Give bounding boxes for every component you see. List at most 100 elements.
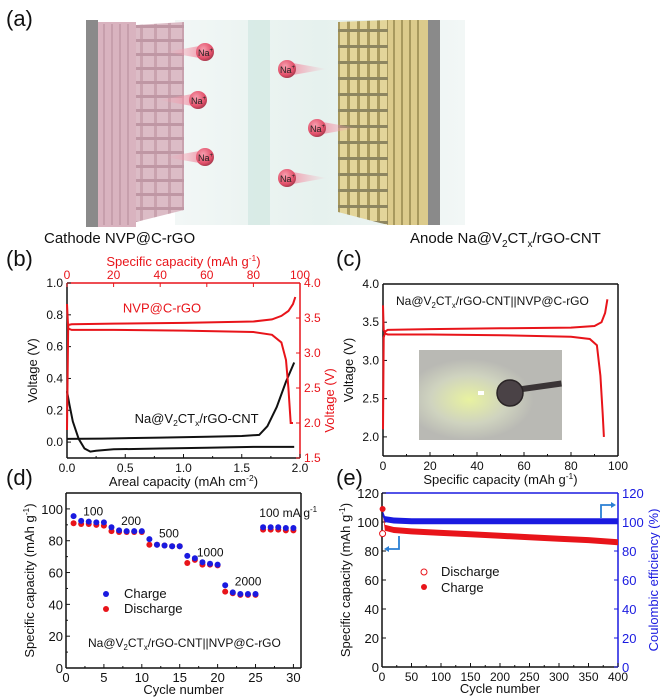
y-tick-label: 3.5 (362, 315, 379, 329)
y-tick-label: 20 (49, 629, 63, 644)
cathode (86, 20, 184, 227)
discharge-point (176, 543, 183, 550)
y-tick-label: 20 (365, 631, 379, 646)
series-line-0 (382, 299, 609, 430)
text-part: CT (436, 294, 453, 308)
x-tick-label: 0 (62, 670, 69, 685)
cathode-caption: Cathode NVP@C-rGO (44, 230, 196, 247)
ion-label: Na+ (198, 153, 214, 163)
ion-label: Na+ (280, 65, 296, 75)
charge-point (222, 582, 229, 589)
discharge-point (260, 526, 267, 533)
x-tick-label: 100 (608, 459, 628, 473)
charge-point (184, 552, 191, 559)
cell-annotation: Na@V2CTx/rGO-CNT||NVP@C-rGO (396, 294, 589, 310)
discharge-point (290, 527, 297, 534)
y-tick-label: 100 (357, 515, 379, 530)
right-tick-label: 1.5 (304, 451, 321, 465)
rate-label: 2000 (235, 574, 262, 588)
x-tick-label: 20 (423, 459, 437, 473)
led-photo-inset (419, 350, 562, 440)
y-tick-label: 60 (49, 566, 63, 581)
discharge-point (214, 562, 221, 569)
text-part: ) (338, 503, 353, 507)
right-tick-label: 100 (622, 515, 644, 530)
legend-discharge-label: Discharge (124, 601, 183, 616)
discharge-point (237, 591, 244, 598)
superscript: -2 (246, 473, 254, 483)
discharge-point (85, 521, 92, 528)
rate-label: 200 (121, 514, 141, 528)
top-tick-label: 40 (154, 268, 168, 282)
ion-label: Na+ (310, 124, 326, 134)
y-tick-label: 0.8 (46, 308, 63, 322)
discharge-point (229, 590, 236, 597)
discharge-point (184, 560, 191, 566)
rate-label: 500 (159, 527, 179, 541)
panel-label-c: (c) (336, 246, 362, 271)
series-line-0 (66, 391, 295, 453)
charge-point (78, 517, 85, 524)
charge-point (267, 524, 274, 531)
text-part: /rGO-CNT (199, 411, 258, 426)
x-tick-label: 2.0 (292, 461, 309, 475)
x-tick-label: 400 (608, 670, 628, 684)
charge-point (214, 561, 221, 568)
led-light (478, 391, 484, 395)
right-tick-label: 0 (622, 660, 629, 675)
ion-label: Na+ (191, 96, 207, 106)
legend-discharge-marker (103, 606, 109, 612)
x-tick-label: 25 (248, 670, 262, 685)
text-part: Specific capacity (mAh g (338, 515, 353, 657)
probe-clip (507, 380, 562, 394)
discharge-point (93, 521, 100, 528)
x-axis-title: Cycle number (460, 681, 541, 696)
x-axis-title: Specific capacity (mAh g-1) (423, 471, 577, 487)
discharge-point (116, 528, 123, 535)
discharge-point (379, 530, 387, 538)
cell-annotation: Na@V2CTx/rGO-CNT||NVP@C-rGO (88, 636, 281, 652)
y-tick-label: 0.6 (46, 340, 63, 354)
charge-point (199, 559, 206, 566)
coin-cell (496, 379, 524, 407)
anode-caption-sub: x (527, 239, 533, 250)
text-part: /rGO-CNT||NVP@C-rGO (148, 636, 281, 650)
series-line-3 (66, 303, 293, 424)
x-tick-label: 0.0 (59, 461, 76, 475)
capacity-band (382, 505, 618, 546)
charge-point (123, 528, 130, 535)
discharge-point (275, 526, 282, 533)
anode-caption: Anode Na@V2CTx/rGO-CNT (410, 230, 601, 250)
ion-trail (158, 93, 198, 107)
charge-point (282, 525, 289, 531)
y-tick-label: 3.0 (362, 353, 379, 367)
superscript: -1 (566, 471, 574, 481)
charge-point (207, 560, 214, 567)
subscript: 2 (432, 301, 436, 310)
sodium-ion: Na+ (278, 60, 327, 78)
ion-trail (165, 150, 205, 164)
sodium-ion: Na+ (165, 148, 214, 166)
discharge-point (138, 528, 145, 535)
x-tick-label: 1.0 (175, 461, 192, 475)
charge-point (116, 527, 123, 534)
discharge-point (153, 541, 160, 548)
y-tick-label: 0.0 (46, 435, 63, 449)
text-part: /rGO-CNT||NVP@C-rGO (456, 294, 589, 308)
x-tick-label: 150 (460, 670, 480, 684)
subscript: x (452, 301, 456, 310)
charge-point (146, 536, 153, 543)
superscript: -1 (249, 253, 257, 263)
ion-sphere (308, 119, 326, 137)
superscript: -1 (337, 507, 347, 515)
text-part: Na@V (396, 294, 432, 308)
ion-trail (165, 45, 205, 59)
series-label-nvp: NVP@C-rGO (123, 300, 201, 315)
charge-point (138, 528, 145, 535)
discharge-point (70, 520, 77, 527)
x-tick-label: 100 (431, 670, 451, 684)
charge-point (290, 525, 297, 531)
ion-charge: + (292, 65, 296, 71)
top-axis-title: Specific capacity (mAh g-1) (106, 253, 260, 269)
